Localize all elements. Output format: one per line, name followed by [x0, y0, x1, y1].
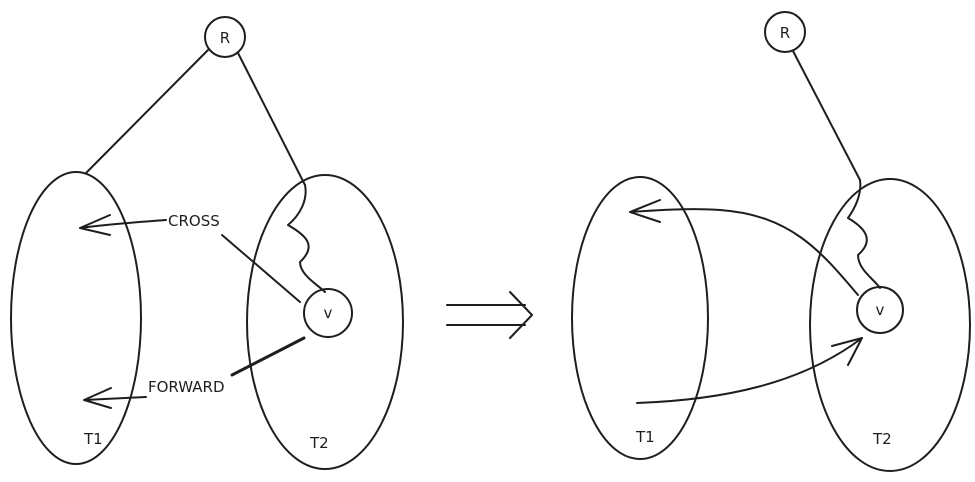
t2-label: T2: [872, 430, 892, 448]
subtree-t2: [809, 178, 971, 472]
left-diagram: R v CROSS FORWARD T1 T2: [10, 16, 404, 470]
v-label: v: [324, 304, 333, 322]
v-label: v: [876, 301, 885, 319]
subtree-t1: [10, 171, 142, 465]
cross-edge-arrow: [79, 214, 167, 236]
root-label: R: [220, 29, 230, 47]
edge-root-t1: [85, 49, 209, 174]
right-diagram: R v T1 T2: [571, 11, 971, 472]
t1-label: T1: [635, 428, 655, 446]
t1-label: T1: [83, 430, 103, 448]
cross-edge-arrow: [629, 199, 859, 296]
root-label: R: [780, 24, 790, 42]
edge-root-t2: [792, 50, 861, 181]
subtree-t1: [571, 176, 709, 460]
path-to-v: [847, 179, 881, 289]
v-node: [303, 288, 353, 338]
subtree-t2: [246, 174, 404, 470]
t2-label: T2: [309, 434, 329, 452]
root-node: [764, 11, 806, 53]
transform-arrow: [446, 291, 533, 339]
forward-edge-arrow: [636, 337, 863, 404]
v-node: [856, 286, 904, 334]
forward-label: FORWARD: [148, 378, 225, 396]
edge-root-t2: [237, 52, 306, 186]
path-to-v: [287, 184, 326, 293]
forward-edge-arrow: [83, 387, 147, 409]
cross-label: CROSS: [168, 212, 220, 230]
root-node: [204, 16, 246, 58]
cross-pointer-line: [221, 234, 301, 303]
forward-line: [230, 336, 306, 377]
implies-arrow-icon: [446, 291, 533, 339]
